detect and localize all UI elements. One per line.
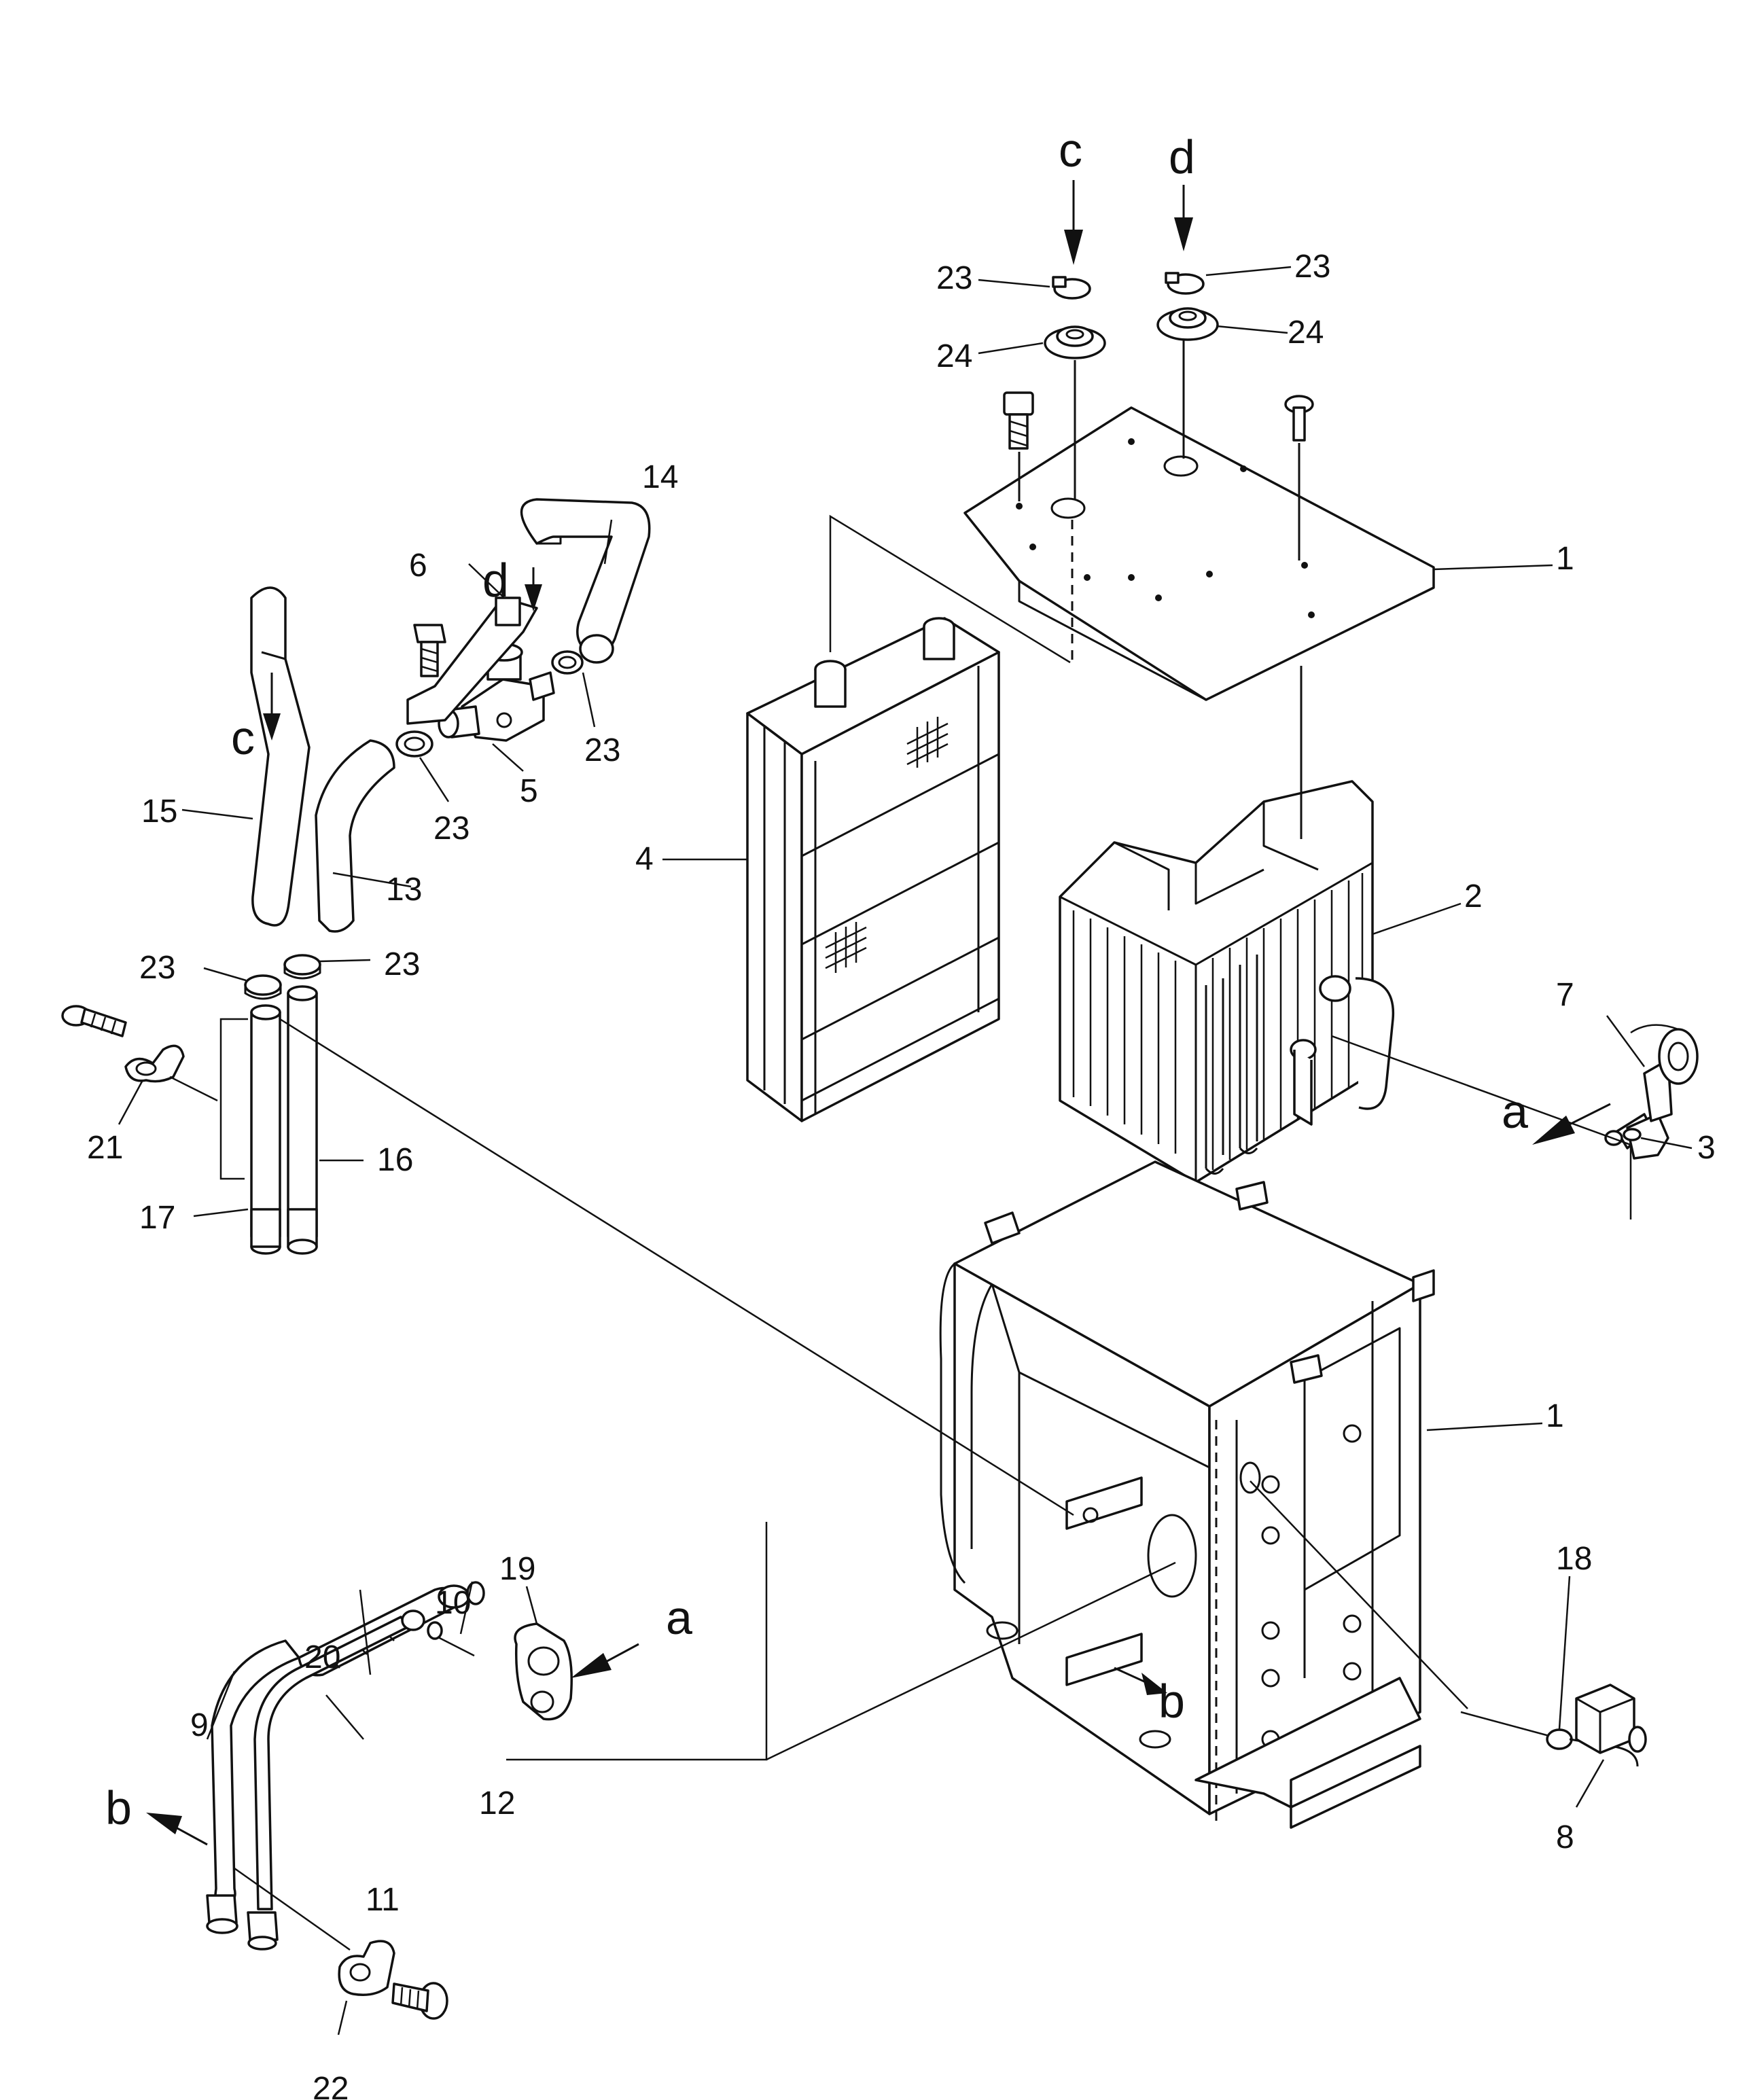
cover-screw [1284, 395, 1314, 560]
label-20: 20 [304, 1639, 340, 1675]
o-ring-3 [1623, 1128, 1642, 1141]
hose-9 [206, 1639, 300, 1934]
label-5: 5 [520, 773, 538, 809]
heater-unit [1059, 780, 1395, 1218]
flow-letter-d-top: d [1169, 130, 1195, 183]
label-23-top-left: 23 [936, 260, 972, 296]
hose-11 [247, 1609, 425, 1951]
flow-arrow-c-top [1064, 180, 1083, 265]
label-18: 18 [1556, 1541, 1592, 1577]
flow-letter-a-bottom: a [666, 1591, 692, 1644]
label-24-right: 24 [1288, 315, 1324, 351]
valve-fitting-7 [1604, 1024, 1699, 1160]
hose-clamp-pipe-right [283, 954, 321, 980]
label-10: 10 [435, 1585, 471, 1621]
grommet-19 [514, 1622, 573, 1721]
flow-letter-b-box: b [1158, 1675, 1185, 1728]
label-1-top: 1 [1556, 541, 1574, 577]
flow-arrow-b-box [1114, 1667, 1167, 1695]
label-23-pipe-left: 23 [139, 950, 175, 986]
label-21: 21 [87, 1130, 123, 1166]
heater-core-frame [746, 617, 1000, 1122]
label-8: 8 [1556, 1819, 1574, 1855]
valve-bracket [406, 597, 538, 725]
hose-clamp-valve-left [395, 730, 433, 758]
hose-13 [315, 739, 395, 933]
clip-bolt-lower [391, 1982, 448, 2020]
top-cover-plate [963, 406, 1435, 701]
o-ring-12 [427, 1621, 443, 1640]
pipe-clip-21 [124, 1044, 185, 1083]
heater-case [939, 1160, 1435, 1829]
pipe-clip-22 [338, 1940, 395, 1996]
leader-lines [118, 266, 1693, 2035]
valve-bolt [413, 624, 446, 677]
clip-bolt [61, 1005, 127, 1037]
flow-arrow-d-top [1174, 185, 1193, 251]
label-19: 19 [499, 1551, 535, 1587]
hose-clamp-valve-right [551, 650, 584, 675]
label-23-top-right: 23 [1294, 249, 1330, 285]
label-23-pipe-right: 23 [384, 946, 420, 982]
switch-8 [1575, 1684, 1647, 1754]
grommet-right [1156, 307, 1219, 341]
flow-letter-c-top: c [1059, 124, 1082, 177]
hose-clamp-top-left [1052, 276, 1091, 300]
label-15: 15 [141, 794, 177, 830]
label-17: 17 [139, 1200, 175, 1236]
label-16: 16 [377, 1142, 413, 1178]
hose-15 [250, 586, 311, 927]
flow-arrow-b-left [146, 1813, 208, 1846]
label-14: 14 [642, 459, 678, 495]
hose-clamp-top-right [1165, 272, 1205, 295]
grommet-left [1044, 325, 1106, 359]
label-23-valve-left: 23 [433, 811, 470, 847]
label-4: 4 [635, 841, 654, 877]
label-7: 7 [1556, 977, 1574, 1013]
flow-arrow-a-bottom [571, 1643, 639, 1678]
label-23-valve-right: 23 [584, 732, 620, 768]
flow-arrow-a-right [1532, 1103, 1611, 1145]
flow-letter-d-valve: d [482, 554, 509, 607]
label-24-left: 24 [936, 338, 972, 374]
pipe-17 [250, 1004, 281, 1255]
hose-clamp-pipe-left [244, 974, 282, 1000]
hose-14 [520, 498, 651, 664]
flow-letter-a-right: a [1502, 1085, 1528, 1138]
flow-arrow-c-hose [263, 673, 281, 741]
label-13: 13 [386, 872, 422, 908]
label-3: 3 [1697, 1130, 1716, 1166]
flow-arrow-d-valve [525, 567, 542, 611]
label-2: 2 [1464, 878, 1483, 914]
label-11: 11 [366, 1882, 400, 1918]
label-12: 12 [479, 1785, 515, 1821]
cover-bolt [1003, 391, 1034, 501]
label-1-case: 1 [1546, 1398, 1564, 1434]
label-9: 9 [190, 1707, 209, 1743]
flow-letter-b-left: b [105, 1781, 132, 1834]
label-6: 6 [409, 548, 427, 584]
flow-letter-c-hose: c [231, 711, 255, 764]
label-22: 22 [313, 2071, 349, 2100]
